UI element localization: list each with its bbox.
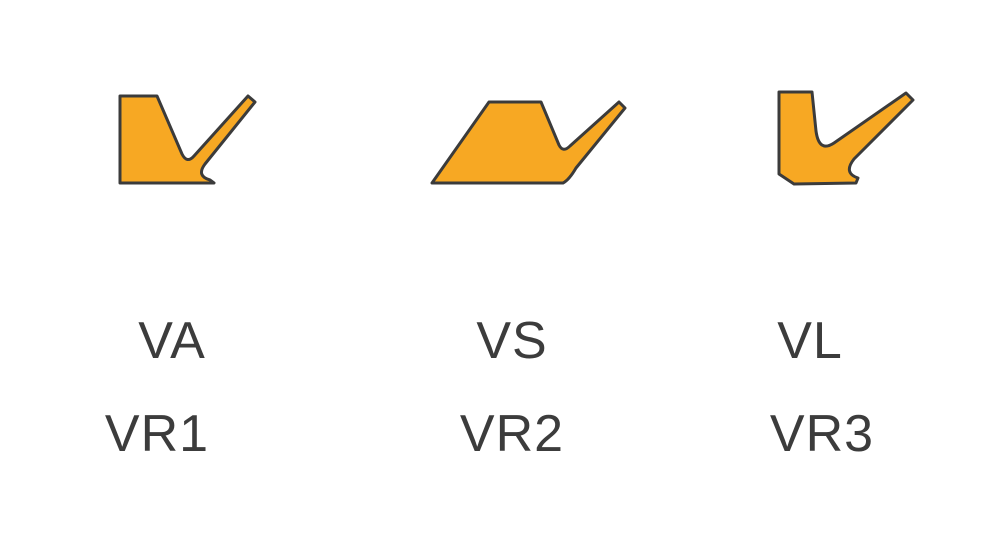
profile-type-label-vl: VL — [777, 312, 843, 370]
profile-type-label-vs: VS — [476, 312, 548, 370]
va-profile-path — [118, 94, 257, 185]
vl-profile-shape — [777, 90, 915, 186]
profile-series-label-vr1: VR1 — [104, 405, 210, 463]
vl-profile-path — [777, 90, 915, 186]
profile-type-label-va: VA — [138, 312, 206, 370]
vs-profile-shape — [430, 100, 627, 185]
profile-series-label-vr2: VR2 — [459, 405, 565, 463]
va-profile-shape — [118, 94, 257, 185]
profile-series-label-vr3: VR3 — [769, 405, 875, 463]
vs-profile-path — [430, 100, 627, 185]
